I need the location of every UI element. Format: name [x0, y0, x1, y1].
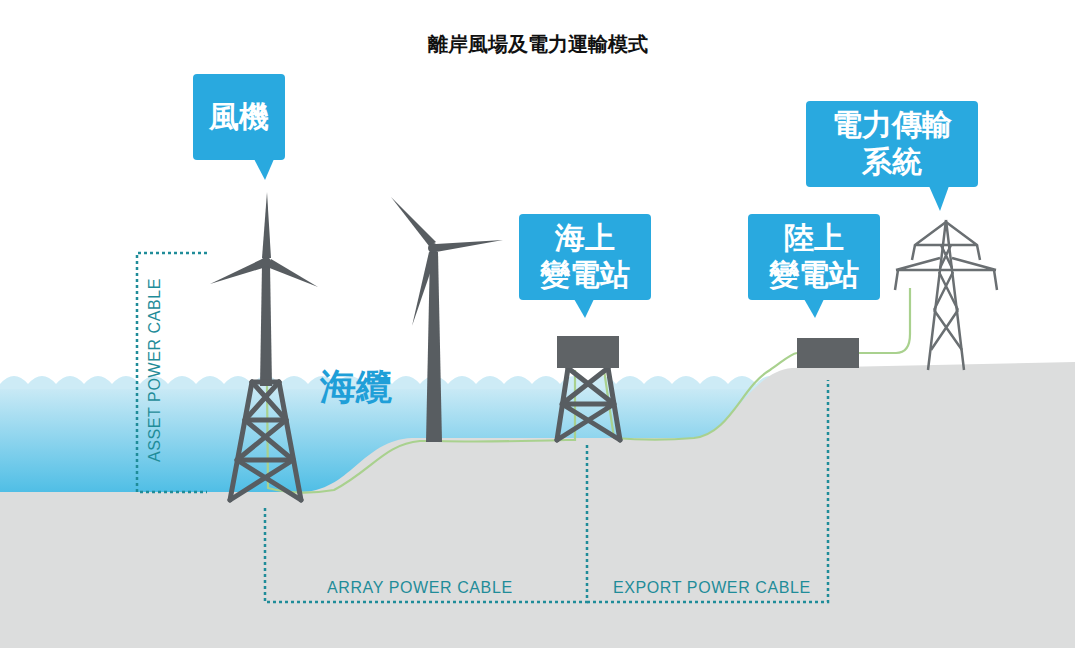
callout-pointer: [574, 299, 594, 318]
substation-platform: [557, 336, 619, 368]
array-cable: [437, 370, 575, 441]
turbine-hub: [261, 257, 271, 267]
jacket-leg: [557, 368, 620, 440]
callout-box: 風機: [193, 74, 285, 180]
callout-text-box: 風機: [193, 74, 285, 160]
callout-text-wrap: 陸上 變電站: [764, 220, 864, 293]
cable-bracket: [137, 253, 828, 602]
turbine-blade: [262, 192, 271, 258]
substation-jacket: [557, 368, 620, 440]
callout-label: 電力傳輸 系統: [822, 107, 962, 180]
turbine-blade: [210, 259, 266, 284]
array-bracket: [265, 442, 587, 602]
turbine-blade: [412, 252, 437, 326]
turbine-hub: [428, 243, 438, 253]
jacket-leg: [230, 382, 301, 500]
pylon-brace: [931, 245, 962, 350]
cable-type-label: ARRAY POWER CABLE: [327, 579, 513, 597]
jacket-brace: [230, 382, 301, 500]
cable-type-label: EXPORT POWER CABLE: [613, 579, 811, 597]
export-cable: [604, 353, 797, 440]
callout-text-wrap: 海上 變電站: [535, 220, 635, 293]
jacket-foundation: [230, 382, 301, 500]
callout-pointer: [254, 159, 274, 180]
turbine-blade: [391, 197, 436, 246]
callout-text-box: 海上 變電站: [519, 214, 651, 300]
callout-text-wrap: 電力傳輸 系統: [822, 107, 962, 180]
offshore-substation: [557, 336, 620, 440]
turbine-tower: [426, 252, 442, 442]
cable-label: 海纜: [320, 363, 392, 412]
callout-box: 電力傳輸 系統: [806, 101, 978, 211]
callout-text-box: 電力傳輸 系統: [806, 101, 978, 187]
callout-body: [806, 101, 978, 187]
callout-pointer: [929, 186, 949, 211]
callout-label: 風機: [209, 99, 269, 136]
diagram-title: 離岸風場及電力運輸模式: [0, 31, 1075, 58]
callout-box: 海上 變電站: [519, 214, 651, 318]
callout-pointer: [804, 299, 824, 318]
turbine-tower: [260, 264, 272, 386]
cable-type-label: ASSET POWER CABLE: [146, 278, 164, 462]
jacket-wind-turbine: [210, 192, 318, 386]
monopile-wind-turbine: [391, 197, 503, 442]
turbine-blade: [267, 259, 318, 287]
callout-label: 陸上 變電站: [764, 220, 864, 293]
callout-label: 海上 變電站: [535, 220, 635, 293]
callout-text-wrap: 風機: [209, 99, 269, 136]
callout-body: [519, 214, 651, 300]
asset-bracket: [137, 253, 207, 492]
export-bracket: [587, 380, 828, 602]
jacket-brace: [557, 368, 620, 440]
pylon-arm: [915, 222, 977, 245]
callout-text-box: 陸上 變電站: [748, 214, 880, 300]
callout-box: 陸上 變電站: [748, 214, 880, 318]
turbine-blade: [436, 240, 503, 252]
callout-body: [748, 214, 880, 300]
transmission-pylon: [895, 220, 997, 370]
onshore-substation: [797, 338, 859, 368]
callout-body: [193, 74, 285, 160]
pylon-leg: [928, 220, 964, 370]
